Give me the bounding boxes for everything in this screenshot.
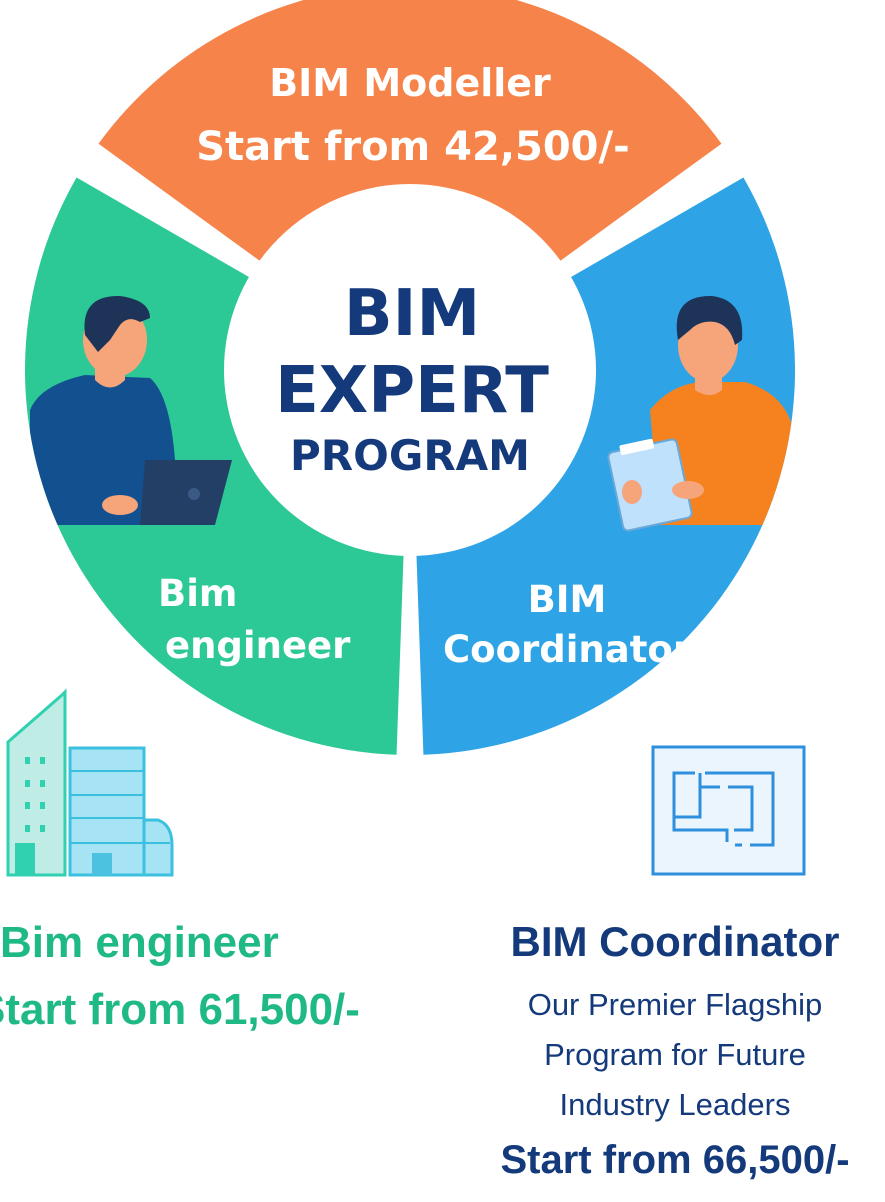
coordinator-segment-line2: Coordinator	[443, 628, 692, 671]
person-clipboard-illustration	[607, 295, 795, 532]
center-title-program: PROGRAM	[290, 431, 530, 480]
center-title-bim: BIM	[344, 277, 480, 351]
coordinator-card-price: Start from 66,500/-	[500, 1138, 850, 1182]
coordinator-card-title: BIM Coordinator	[510, 918, 840, 965]
modeller-title: BIM Modeller	[269, 61, 551, 105]
person-laptop-illustration	[30, 295, 232, 525]
segment-bim-modeller	[98, 0, 722, 266]
coordinator-description-line2: Program for Future	[544, 1037, 806, 1072]
center-circle	[224, 184, 596, 556]
building-icon	[6, 688, 174, 877]
center-title-expert: EXPERT	[275, 354, 549, 428]
coordinator-segment-line1: BIM	[528, 578, 607, 621]
engineer-segment-line2: engineer	[165, 624, 351, 667]
engineer-card-title: Bim engineer	[0, 918, 279, 967]
floor-plan-icon	[651, 745, 806, 876]
engineer-card-price: Start from 61,500/-	[0, 985, 360, 1034]
coordinator-description-line3: Industry Leaders	[559, 1087, 791, 1122]
modeller-price: Start from 42,500/-	[196, 124, 629, 170]
engineer-segment-line1: Bim	[158, 572, 237, 615]
coordinator-description-line1: Our Premier Flagship	[527, 987, 823, 1022]
